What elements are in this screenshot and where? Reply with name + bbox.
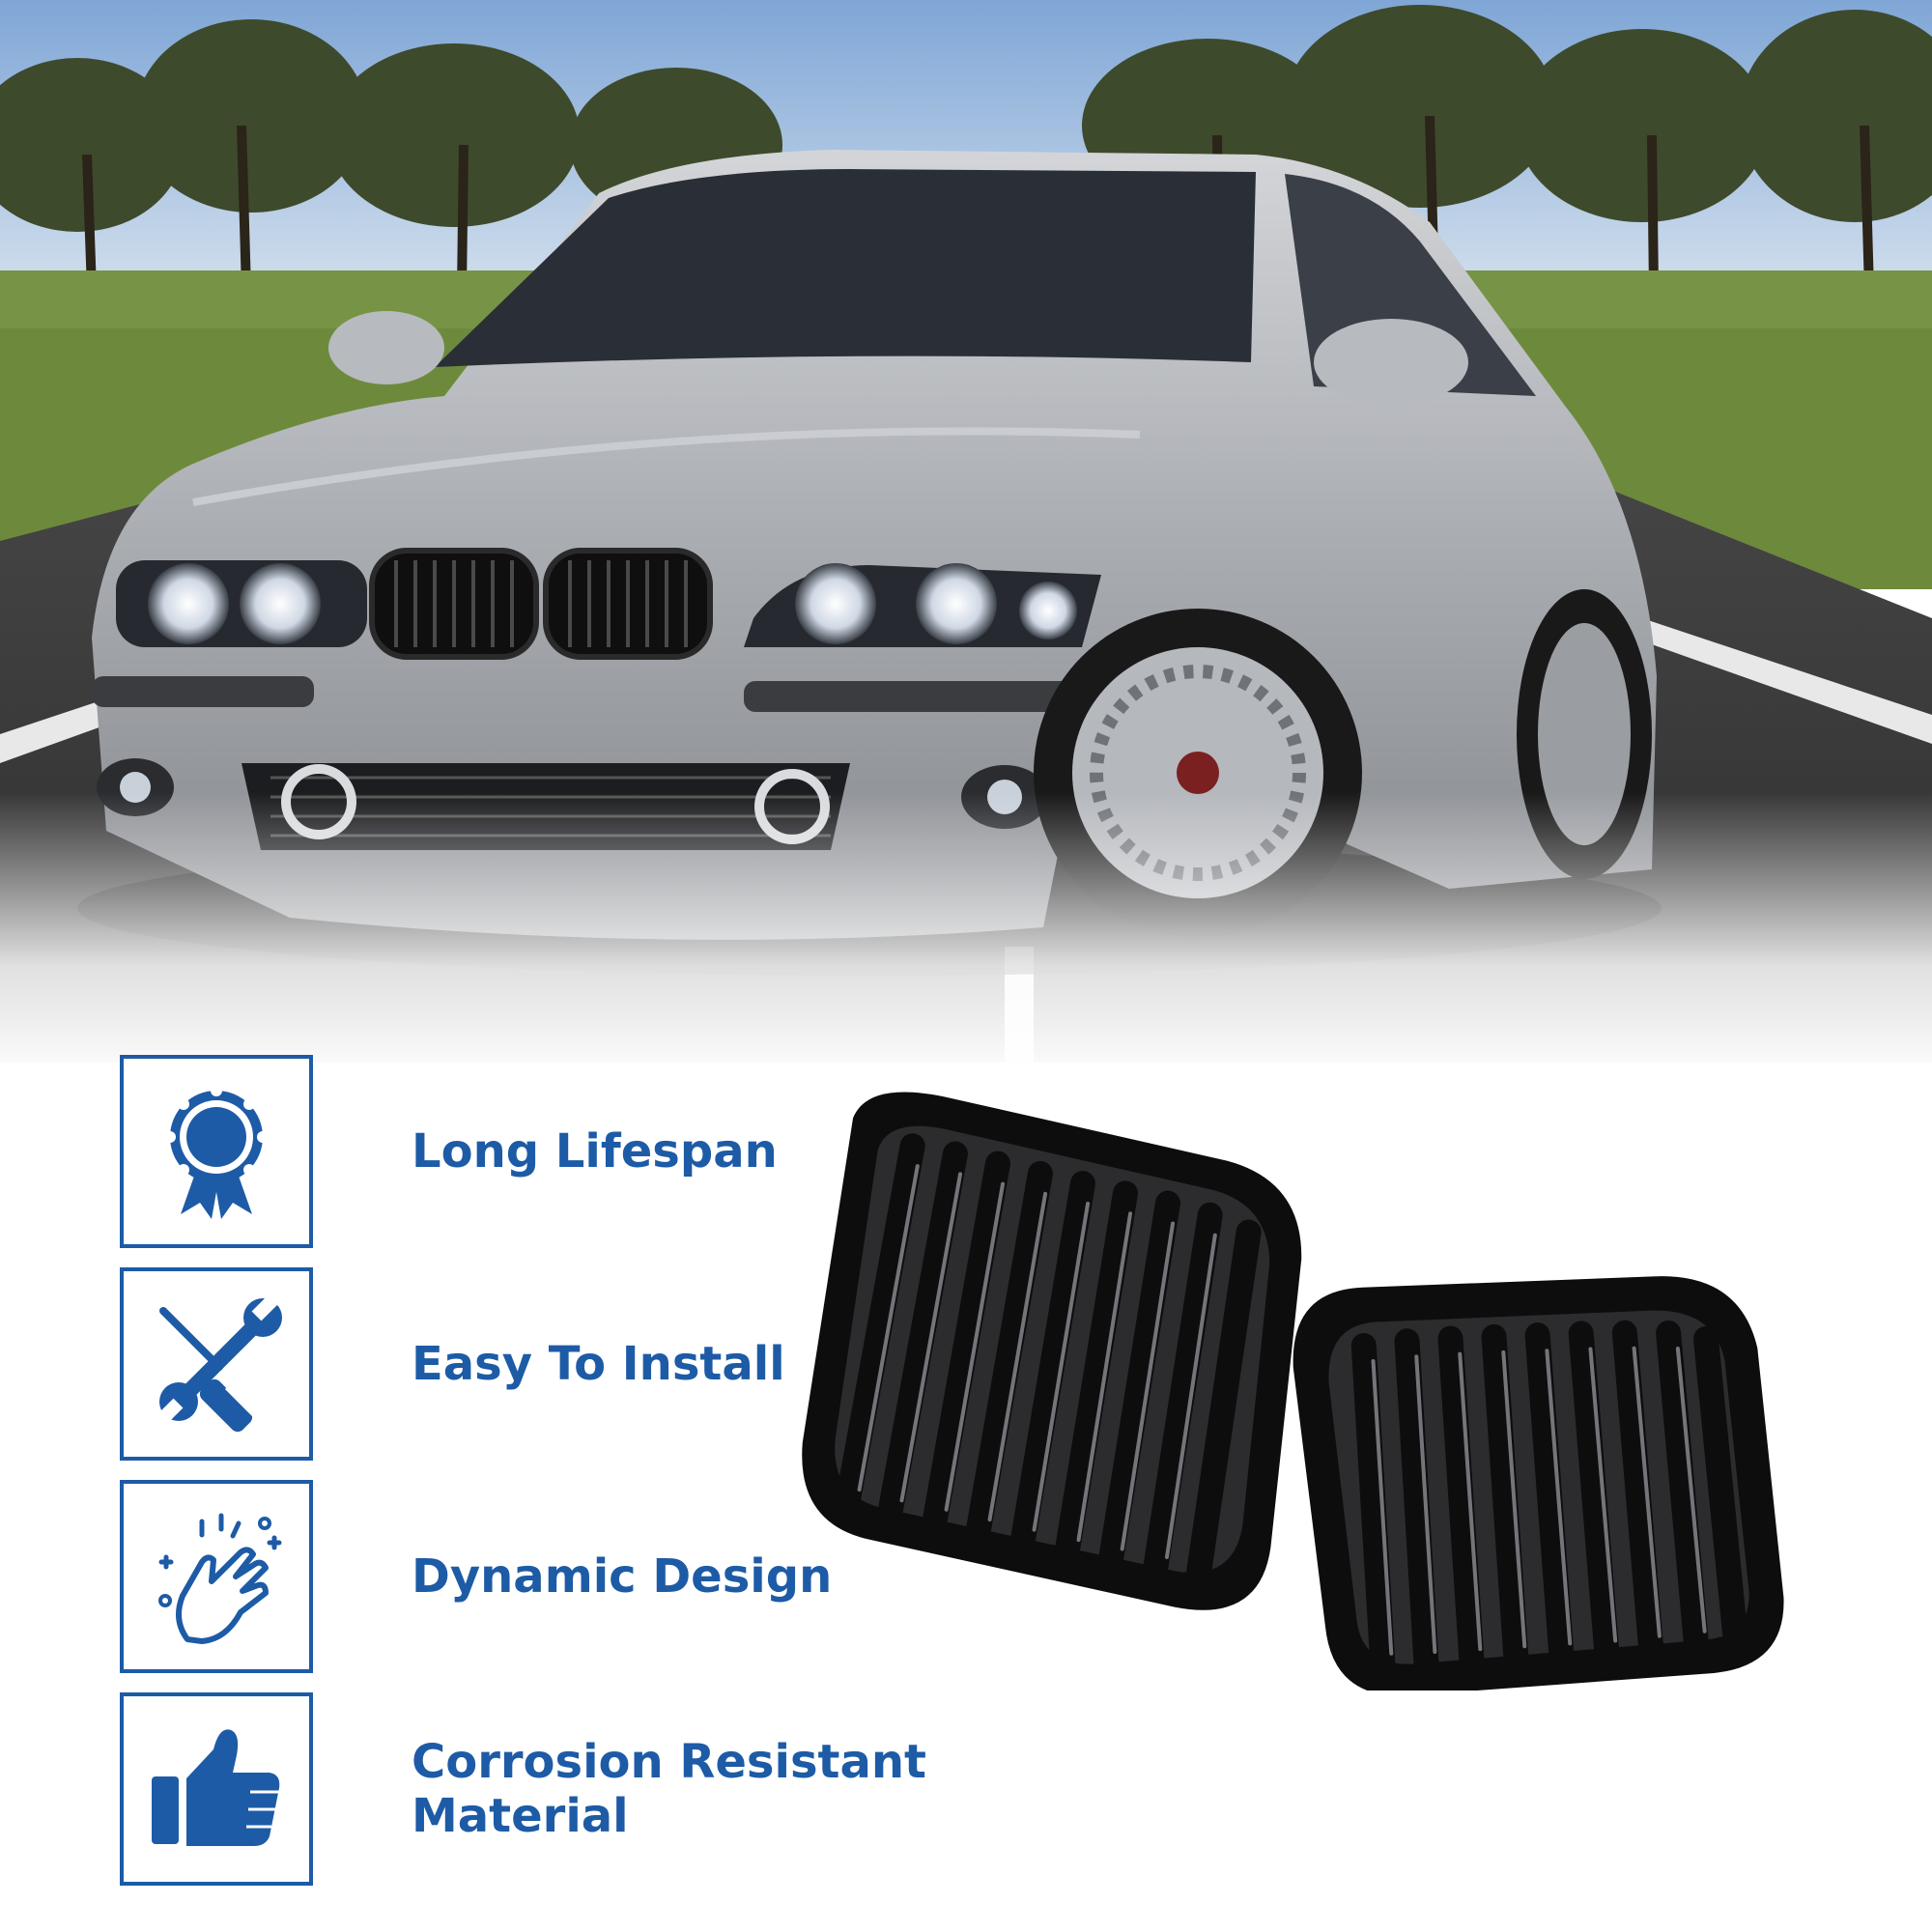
feature-label: Easy To Install — [412, 1337, 785, 1391]
feature-label: Corrosion Resistant Material — [412, 1735, 926, 1843]
feature-corrosion-resistant: Corrosion Resistant Material — [120, 1692, 1182, 1893]
ribbon-award-icon — [120, 1055, 313, 1248]
right-grille — [1293, 1276, 1784, 1690]
hero-car-photo — [0, 0, 1932, 1082]
feature-long-lifespan: Long Lifespan — [120, 1055, 1182, 1256]
left-grille — [802, 1092, 1302, 1610]
hero-fade-overlay — [0, 792, 1932, 1082]
feature-dynamic-design: Dynamic Design — [120, 1480, 1182, 1681]
kidney-grille-pair — [782, 1092, 1806, 1690]
wrench-screwdriver-icon — [120, 1267, 313, 1461]
thumbs-up-icon — [120, 1692, 313, 1886]
hand-snap-icon — [120, 1480, 313, 1673]
feature-easy-to-install: Easy To Install — [120, 1267, 1182, 1468]
feature-label: Long Lifespan — [412, 1124, 778, 1179]
feature-label: Dynamic Design — [412, 1549, 833, 1604]
